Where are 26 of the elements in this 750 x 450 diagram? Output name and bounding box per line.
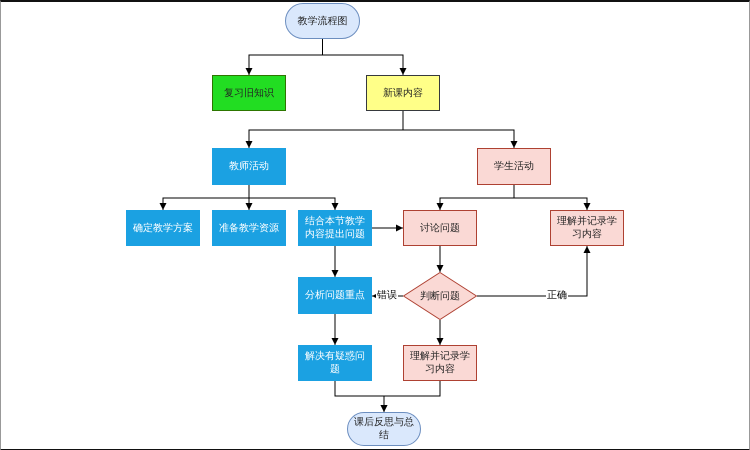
edge-label: 正确 bbox=[546, 290, 568, 302]
arrow bbox=[476, 246, 590, 296]
process-box: 学生活动 bbox=[477, 148, 551, 185]
decision-diamond: 判断问题 bbox=[403, 272, 477, 320]
process-box: 解决有疑惑问题 bbox=[298, 345, 372, 381]
process-box: 教师活动 bbox=[212, 148, 286, 185]
process-box: 准备教学资源 bbox=[212, 210, 286, 246]
process-box: 复习旧知识 bbox=[212, 75, 286, 111]
arrow bbox=[514, 184, 590, 210]
terminal-shape: 教学流程图 bbox=[285, 3, 360, 39]
arrow bbox=[372, 224, 404, 232]
process-box: 理解并记录学习内容 bbox=[550, 210, 624, 246]
arrow bbox=[436, 320, 444, 346]
arrow bbox=[436, 246, 444, 272]
process-box: 结合本节教学内容提出问题 bbox=[298, 210, 372, 246]
arrow bbox=[402, 110, 518, 148]
arrow bbox=[248, 184, 338, 210]
arrow bbox=[380, 380, 440, 412]
process-box: 讨论问题 bbox=[403, 210, 477, 246]
arrow bbox=[332, 246, 338, 278]
arrow bbox=[332, 314, 338, 346]
terminal-shape: 课后反思与总结 bbox=[347, 412, 421, 446]
process-box: 理解并记录学习内容 bbox=[403, 345, 477, 381]
process-box: 确定教学方案 bbox=[126, 210, 200, 246]
process-box: 分析问题重点 bbox=[298, 277, 372, 314]
process-box: 新课内容 bbox=[366, 75, 440, 111]
